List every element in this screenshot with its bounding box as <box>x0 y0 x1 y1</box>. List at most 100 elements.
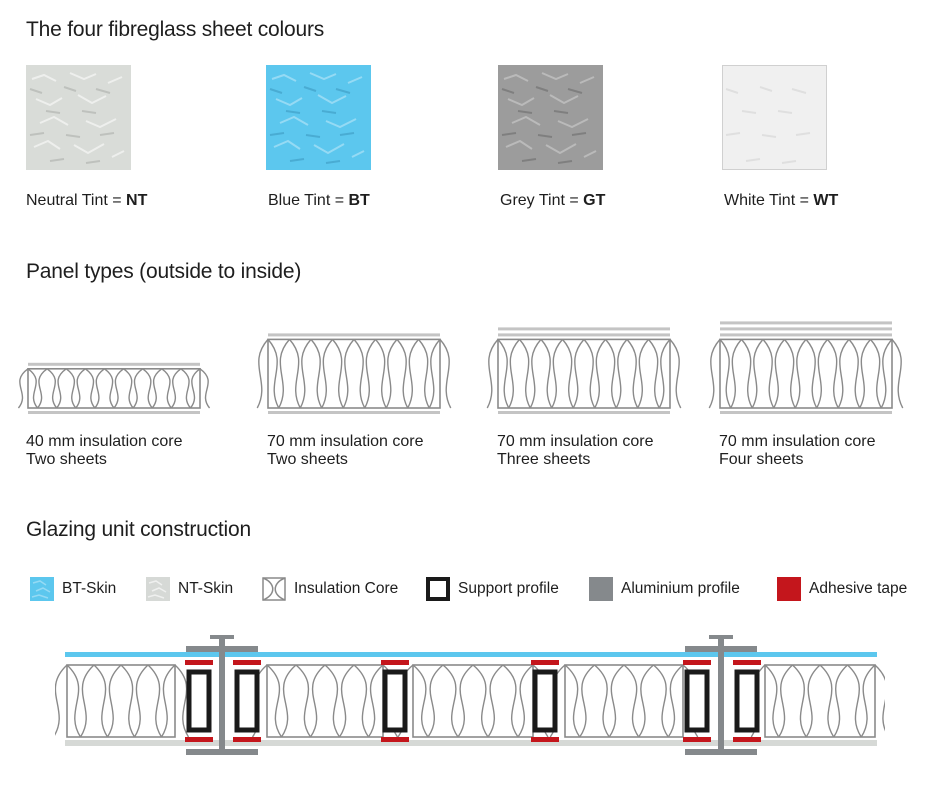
panel-70mm-three-sheets <box>486 300 682 420</box>
glazing-unit-cross-section <box>55 632 885 757</box>
outer-sheet <box>28 362 200 366</box>
insulation-core-curve <box>189 368 211 409</box>
glazing-unit-drawing <box>55 635 885 755</box>
white-tint-label: White Tint = WT <box>724 192 838 210</box>
adhesive-tape-strip <box>683 737 711 742</box>
legend-label: NT-Skin <box>178 580 234 597</box>
panel-70mm-three-sheets-drawing <box>486 327 682 414</box>
neutral-tint-code: NT <box>126 192 148 209</box>
white-tint-code: WT <box>813 192 839 209</box>
insulation-core-curve <box>427 664 459 738</box>
inner-sheet <box>720 411 892 414</box>
insulation-core-curve <box>457 664 489 738</box>
insulation-core-curve <box>708 338 732 409</box>
grey-tint-swatch <box>498 65 603 170</box>
support-profile <box>684 669 710 733</box>
insulation-core-frame <box>564 664 684 738</box>
insulation-core-curve <box>299 338 323 409</box>
insulation-core-curve <box>17 368 39 409</box>
insulation-core-frame <box>27 368 201 409</box>
insulation-core-curve <box>309 664 341 738</box>
insulation-core-curve <box>730 338 753 409</box>
insulation-core-curve <box>638 664 669 738</box>
neutral-tint-swatch <box>26 65 131 170</box>
insulation-core-curve <box>615 338 639 409</box>
support-profile <box>382 669 408 733</box>
insulation-core-curve <box>658 338 682 409</box>
outer-sheet <box>498 327 670 331</box>
insulation-core-curve <box>816 338 839 409</box>
outer-sheet <box>498 333 670 337</box>
insulation-core-curve <box>529 338 553 409</box>
insulation-core-curve <box>75 368 96 409</box>
grey-tint-label: Grey Tint = GT <box>500 192 605 210</box>
support-profile <box>532 669 558 733</box>
panel-sheets-label: Two sheets <box>267 451 348 468</box>
insulation-core-curve <box>321 338 344 409</box>
insulation-core-curve <box>170 368 192 409</box>
insulation-core-curve <box>859 338 882 409</box>
inner-sheet <box>28 411 200 414</box>
insulation-core-frame <box>719 338 893 409</box>
adhesive-tape-strip <box>381 660 409 665</box>
insulation-core-curve <box>160 664 190 738</box>
white-tint-texture <box>722 65 827 170</box>
insulation-core-curve <box>487 664 519 738</box>
panel-sheets-label: Two sheets <box>26 451 107 468</box>
outer-sheet <box>720 333 892 337</box>
blue-tint-texture <box>266 65 371 170</box>
panel-40mm-two-sheets-caption: 40 mm insulation core Two sheets <box>26 433 183 469</box>
insulation-core-curve <box>508 338 531 409</box>
insulation-core-curve <box>55 664 82 738</box>
legend-label: Aluminium profile <box>621 580 740 597</box>
panel-core-label: 70 mm insulation core <box>497 433 654 450</box>
insulation-core-curve <box>36 368 58 409</box>
adhesive-tape-strip <box>733 660 761 665</box>
neutral-tint-texture <box>26 65 131 170</box>
panel-core-label: 40 mm insulation core <box>26 433 183 450</box>
insulation-core-curve <box>833 664 862 738</box>
panel-70mm-two-sheets-drawing <box>256 333 452 414</box>
insulation-core-curve <box>106 664 136 738</box>
insulation-core-curve <box>364 338 387 409</box>
aluminium-profile-bottom-flange <box>186 749 258 755</box>
panel-sheets-label: Four sheets <box>719 451 804 468</box>
insulation-core-frame <box>497 338 671 409</box>
white-tint-swatch <box>722 65 827 170</box>
legend-support-profile: Support profile <box>426 575 559 603</box>
colours-heading: The four fibreglass sheet colours <box>26 18 325 41</box>
blue-tint-code: BT <box>348 192 370 209</box>
legend-label: BT-Skin <box>62 580 117 597</box>
aluminium-profile-cap <box>210 635 234 639</box>
glazing-heading: Glazing unit construction <box>26 518 251 541</box>
support-profile <box>186 669 212 733</box>
insulation-core-curve <box>608 664 640 738</box>
grey-tint-texture <box>498 65 603 170</box>
panel-core-label: 70 mm insulation core <box>267 433 424 450</box>
support-profile <box>234 669 260 733</box>
panel-sheets-label: Three sheets <box>497 451 591 468</box>
panel-70mm-two-sheets <box>256 300 452 420</box>
insulation-core-curve <box>572 338 596 409</box>
adhesive-tape-icon <box>777 577 801 601</box>
adhesive-tape-strip <box>683 660 711 665</box>
legend-nt-skin: NT-Skin <box>146 575 233 603</box>
insulation-core-icon <box>262 577 286 601</box>
insulation-core-curve <box>56 368 77 409</box>
nt-skin-layer <box>65 740 877 746</box>
insulation-core-curve <box>132 368 153 409</box>
insulation-core-curve <box>113 368 134 409</box>
panel-70mm-four-sheets-drawing <box>708 321 904 414</box>
insulation-core-curve <box>751 338 775 409</box>
support-profile-icon <box>426 577 450 601</box>
insulation-core-curve <box>338 664 370 738</box>
legend-bt-skin: BT-Skin <box>30 575 116 603</box>
insulation-core-curve <box>94 368 115 409</box>
aluminium-profile-stem <box>718 635 724 753</box>
insulation-core-curve <box>860 664 885 738</box>
legend-aluminium-profile: Aluminium profile <box>589 575 740 603</box>
panel-70mm-three-sheets-caption: 70 mm insulation core Three sheets <box>497 433 654 469</box>
panel-40mm-two-sheets-drawing <box>17 362 211 414</box>
insulation-core-curve <box>342 338 366 409</box>
